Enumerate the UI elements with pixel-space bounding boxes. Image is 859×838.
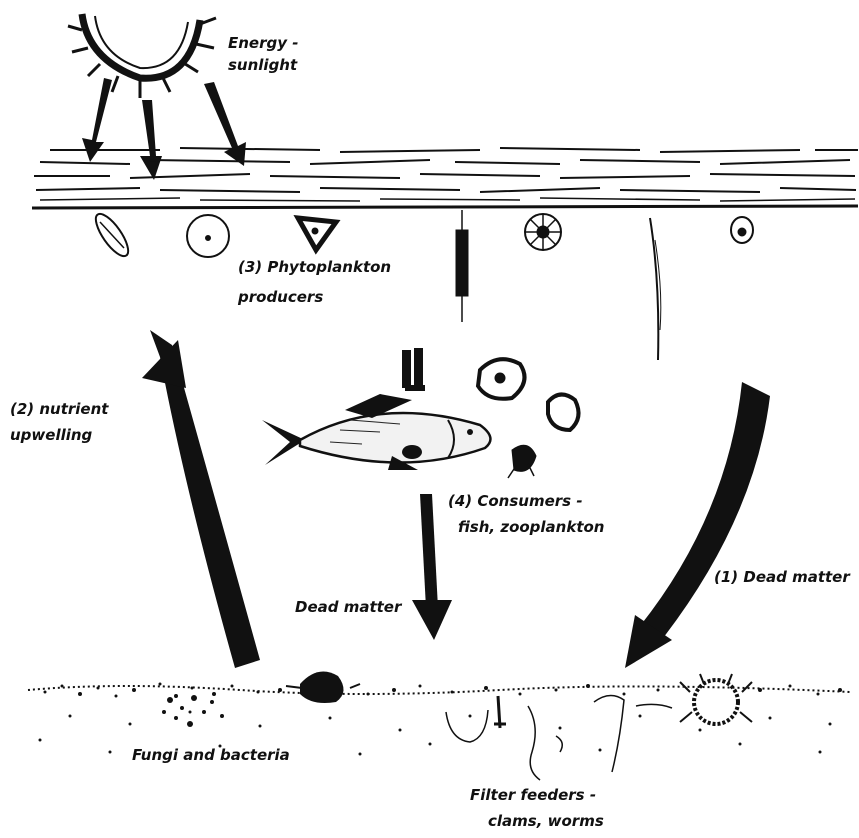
dinoflagellate-triangle-icon [298, 218, 336, 250]
bacteria-patch [162, 695, 224, 727]
nutrient-upwelling-label: (2) nutrient [10, 400, 109, 418]
dead-matter-center-label: Dead matter [295, 598, 403, 616]
radial-diatom-icon [525, 214, 561, 250]
filter-feeders-group [446, 695, 672, 780]
copepod-icon [508, 445, 536, 478]
consumers-label: (4) Consumers - [448, 492, 583, 510]
nutrient-upwelling-arrow [142, 330, 260, 668]
diatom-circle-icon [187, 215, 229, 257]
fungi-bacteria-label: Fungi and bacteria [132, 746, 290, 764]
phytoplankton-label: (3) Phytoplankton [238, 258, 391, 276]
needle-diatom-icon [650, 218, 661, 360]
diatom-oval-icon [90, 209, 133, 260]
phytoplankton-group [90, 209, 753, 360]
small-cell-icon [731, 217, 753, 243]
energy-sunlight-label: Energy - [228, 34, 298, 52]
zooplankton-blob-1-icon [478, 359, 525, 399]
consumers-label-line2: fish, zooplankton [458, 518, 604, 536]
zooplankton-group [478, 359, 579, 478]
nutrient-upwelling-label-line2: upwelling [10, 426, 93, 444]
sunlight-ray-arrows [82, 78, 246, 180]
dead-matter-right-arrow [625, 382, 770, 668]
dead-matter-right-label: (1) Dead matter [714, 568, 851, 586]
snail-icon [286, 672, 360, 704]
sun-icon [68, 14, 216, 98]
energy-sunlight-label-line2: sunlight [228, 56, 298, 74]
chain-diatom-icon [456, 210, 468, 322]
zooplankton-blob-2-icon [548, 394, 579, 430]
fish-icon [262, 394, 490, 470]
food-chain-arrow [402, 348, 425, 391]
phytoplankton-label-line2: producers [237, 288, 323, 306]
filter-feeders-label: Filter feeders - [470, 786, 596, 804]
dead-matter-center-arrow [412, 494, 452, 640]
crab-icon [680, 674, 752, 724]
filter-feeders-label-line2: clams, worms [488, 812, 604, 830]
